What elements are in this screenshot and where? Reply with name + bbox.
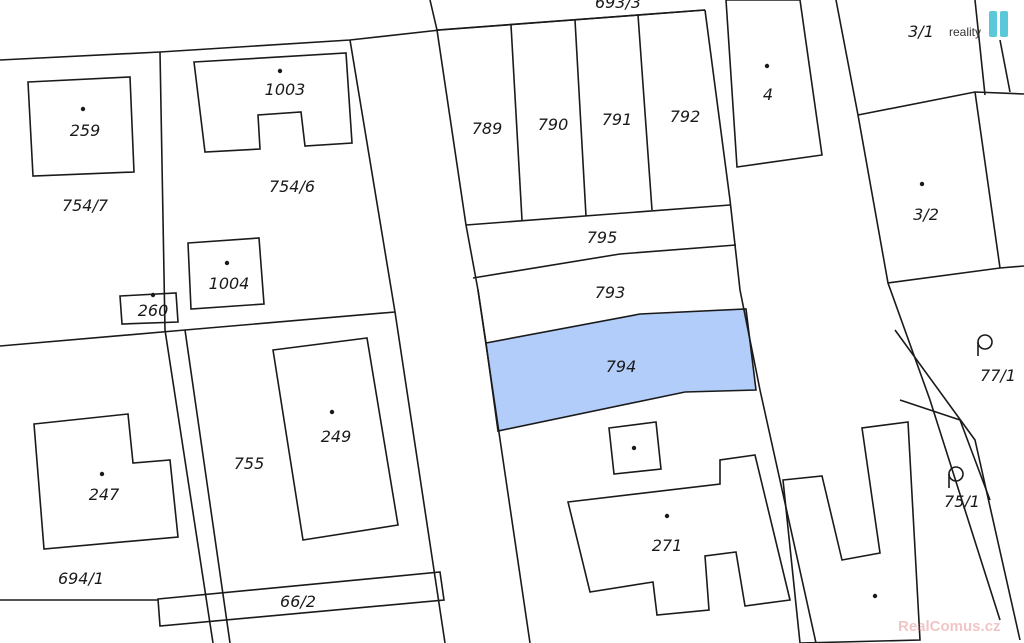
label-789: 789 bbox=[472, 119, 503, 138]
label-755: 755 bbox=[234, 454, 265, 473]
logo-text: reality bbox=[949, 25, 982, 39]
label-791: 791 bbox=[602, 110, 633, 129]
label-260: 260 bbox=[138, 301, 169, 320]
label-4: 4 bbox=[763, 85, 773, 104]
label-271: 271 bbox=[652, 536, 683, 555]
parcel-labels: 693/3 789 790 791 792 795 793 794 4 3/1 … bbox=[58, 0, 1016, 611]
label-3-1: 3/1 bbox=[908, 22, 934, 41]
label-66-2: 66/2 bbox=[280, 592, 316, 611]
reality-logo-icon bbox=[989, 11, 1008, 37]
label-1004: 1004 bbox=[209, 274, 250, 293]
label-75-1: 75/1 bbox=[944, 492, 980, 511]
label-694-1: 694/1 bbox=[58, 569, 104, 588]
label-793: 793 bbox=[595, 283, 626, 302]
parcel-dots bbox=[80, 63, 925, 599]
label-247: 247 bbox=[89, 485, 120, 504]
label-693-3: 693/3 bbox=[595, 0, 641, 12]
label-1003: 1003 bbox=[265, 80, 306, 99]
label-249: 249 bbox=[321, 427, 352, 446]
label-795: 795 bbox=[587, 228, 618, 247]
label-794: 794 bbox=[606, 357, 637, 376]
label-259: 259 bbox=[70, 121, 101, 140]
label-754-7: 754/7 bbox=[62, 196, 109, 215]
label-792: 792 bbox=[670, 107, 701, 126]
label-77-1: 77/1 bbox=[980, 366, 1016, 385]
watermark: RealComus.cz bbox=[898, 618, 1001, 635]
garden-symbols bbox=[948, 334, 993, 488]
label-790: 790 bbox=[538, 115, 569, 134]
label-3-2: 3/2 bbox=[913, 205, 939, 224]
label-754-6: 754/6 bbox=[269, 177, 315, 196]
